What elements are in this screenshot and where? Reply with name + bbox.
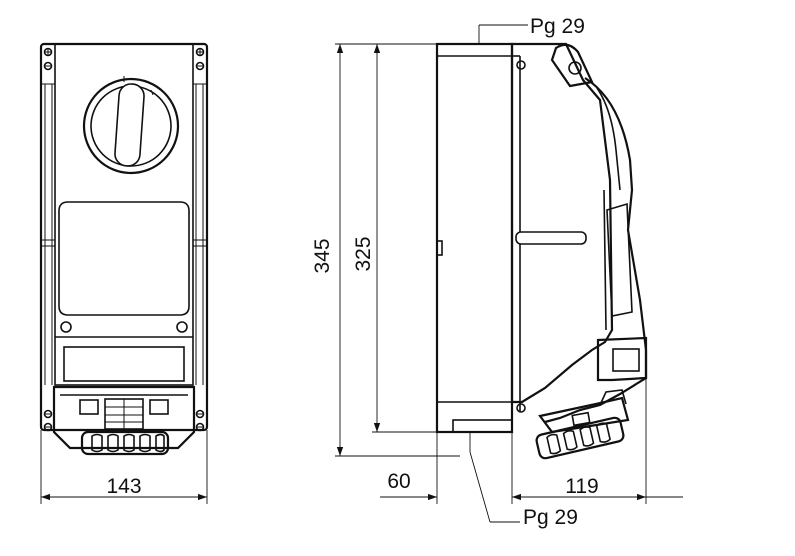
overall-height-label: 345 <box>311 238 334 273</box>
box-height-label: 325 <box>352 236 375 271</box>
screw-icon <box>43 47 205 432</box>
width-dimension-label: 143 <box>106 475 141 498</box>
side-view: 345 325 <box>311 15 683 529</box>
front-depth-label: 119 <box>565 475 598 498</box>
rear-depth-label: 60 <box>387 470 410 493</box>
front-view: 143 <box>39 42 209 504</box>
pg-top-label: Pg 29 <box>530 15 585 38</box>
socket-ring <box>80 430 170 456</box>
pg-bottom-label: Pg 29 <box>523 506 578 529</box>
socket-ring-side <box>535 416 625 460</box>
rotary-switch <box>82 76 180 175</box>
